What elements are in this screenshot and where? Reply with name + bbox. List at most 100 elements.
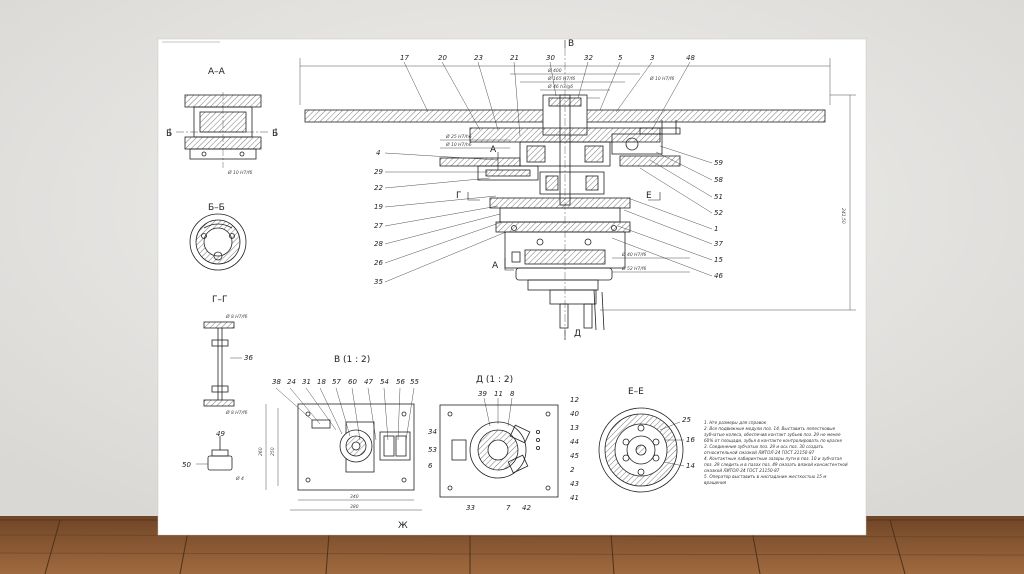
callout: 4 [376, 149, 380, 157]
callout: 39 [478, 390, 487, 398]
note-line: 3. Соединение зубчатых поз. 29 и ось поз… [704, 444, 824, 449]
ee-view-callouts: 25 16 14 [682, 416, 695, 470]
note-line: 2. Все подвижные модули поз. 14. Выстави… [704, 426, 836, 431]
note-line: 5. Оператор выставить в ниспадание жестк… [704, 474, 826, 479]
dimension-labels: Ø 400 Ø 165 H7/f6 Ø 46 h7/g6 Ø 10 H7/f6 … [225, 67, 846, 510]
left-callouts: 4 29 22 19 27 28 26 35 [374, 149, 383, 286]
callout: 29 [374, 168, 383, 176]
callout: 11 [494, 390, 503, 398]
title-d: Д (1 : 2) [476, 375, 513, 385]
note-line: зубчатые колеса, обеспечив контакт зубье… [704, 432, 841, 437]
callout: 36 [244, 354, 253, 362]
callout: 26 [374, 259, 383, 267]
callout: 52 [714, 209, 723, 217]
dimension: 250 [270, 447, 276, 456]
callout: 41 [570, 494, 579, 502]
callout: 18 [317, 378, 326, 386]
callout: 59 [714, 159, 723, 167]
dimension: 260 [258, 447, 264, 456]
callout: 57 [332, 378, 341, 386]
title-aa: А–А [208, 67, 226, 77]
callout: 51 [714, 193, 723, 201]
title-ee: Е–Е [628, 387, 644, 397]
callout: 8 [510, 390, 515, 398]
v-view-callouts: 38 24 31 18 57 60 47 54 56 55 [272, 378, 419, 386]
marker-b-right: Б [272, 129, 278, 139]
callout: 33 [466, 504, 475, 512]
view-v-scale [265, 387, 422, 511]
callout: 20 [438, 54, 447, 62]
dimension: Ø 10 H7/f6 [649, 75, 674, 82]
marker-v: В [568, 39, 574, 49]
callout: 40 [570, 410, 579, 418]
marker-zh: Ж [398, 521, 408, 531]
title-gg: Г–Г [212, 295, 227, 305]
callout: 31 [302, 378, 311, 386]
callout: 56 [396, 378, 405, 386]
callout: 38 [272, 378, 281, 386]
note-line: 1. Нге размеры для справок [704, 420, 767, 425]
callout: 21 [510, 54, 519, 62]
marker-a-low: А [492, 261, 499, 271]
top-callouts: 17 20 23 21 30 32 5 3 48 [400, 54, 695, 62]
dimension: 241,50 [840, 208, 846, 224]
note-line: 60% от площади, зубья в контакте контрол… [704, 438, 842, 443]
dimension: 380 [350, 504, 359, 510]
dimension: Ø 4 [235, 475, 244, 482]
callout: 49 [216, 430, 225, 438]
dimension: Ø 25 H7/h6 [445, 133, 472, 140]
callout: 22 [374, 184, 383, 192]
callout: 60 [348, 378, 357, 386]
section-markers: В А А Д Ж Е Г Б Б [166, 39, 652, 531]
callout: 25 [682, 416, 691, 424]
title-v: В (1 : 2) [334, 355, 370, 365]
callout: 55 [410, 378, 419, 386]
section-bb-view [189, 213, 247, 271]
dimension: Ø 46 h7/g6 [547, 83, 573, 90]
callout: 3 [650, 54, 654, 62]
callout: 42 [522, 504, 531, 512]
technical-notes: 1. Нге размеры для справок 2. Все подвиж… [704, 420, 848, 485]
callout: 35 [374, 278, 383, 286]
view-titles: А–А Б–Б Г–Г В (1 : 2) Д (1 : 2) Е–Е [208, 67, 644, 397]
d-view-callouts: 39 11 8 12 40 13 44 45 2 43 41 34 53 6 3… [428, 390, 579, 512]
callout: 34 [428, 428, 437, 436]
marker-g: Г [456, 191, 462, 201]
callout: 43 [570, 480, 579, 488]
callout: 53 [428, 446, 437, 454]
note-line: относительной смазкой ЛИТОЛ-24 ГОСТ 2115… [704, 450, 815, 455]
small-part-50 [196, 436, 233, 471]
callout: 17 [400, 54, 409, 62]
callout: 6 [428, 462, 433, 470]
dimension: Ø 8 H7/f6 [225, 409, 248, 416]
callout: 23 [474, 54, 483, 62]
callout: 15 [714, 256, 723, 264]
callout: 19 [374, 203, 383, 211]
dimension: Ø 52 H7/f6 [621, 265, 646, 272]
dimension: Ø 10 H7/f6 [227, 169, 252, 176]
callout: 48 [686, 54, 695, 62]
dimension: 340 [350, 494, 359, 500]
callout: 45 [570, 452, 579, 460]
main-assembly-view [299, 40, 856, 340]
misc-callouts: 36 50 49 Ø 4 [182, 354, 253, 482]
callout: 1 [714, 225, 718, 233]
callout: 44 [570, 438, 579, 446]
note-line: 4. Контактные лабиринтные зазоры пути в … [704, 456, 842, 461]
callout: 24 [287, 378, 296, 386]
title-bb: Б–Б [208, 203, 225, 213]
section-gg-view [203, 321, 242, 407]
dimension: Ø 40 H7/f6 [621, 251, 646, 258]
callout: 50 [182, 461, 191, 469]
callout: 32 [584, 54, 593, 62]
section-ee-view [598, 407, 685, 493]
callout: 14 [686, 462, 695, 470]
dimension: Ø 400 [547, 67, 562, 74]
callout: 27 [374, 222, 383, 230]
right-callouts: 59 58 51 52 1 37 15 46 [714, 159, 723, 280]
dimension: Ø 10 H7/h6 [445, 141, 472, 148]
callout: 58 [714, 176, 723, 184]
callout: 54 [380, 378, 389, 386]
note-line: вращения [704, 480, 727, 485]
